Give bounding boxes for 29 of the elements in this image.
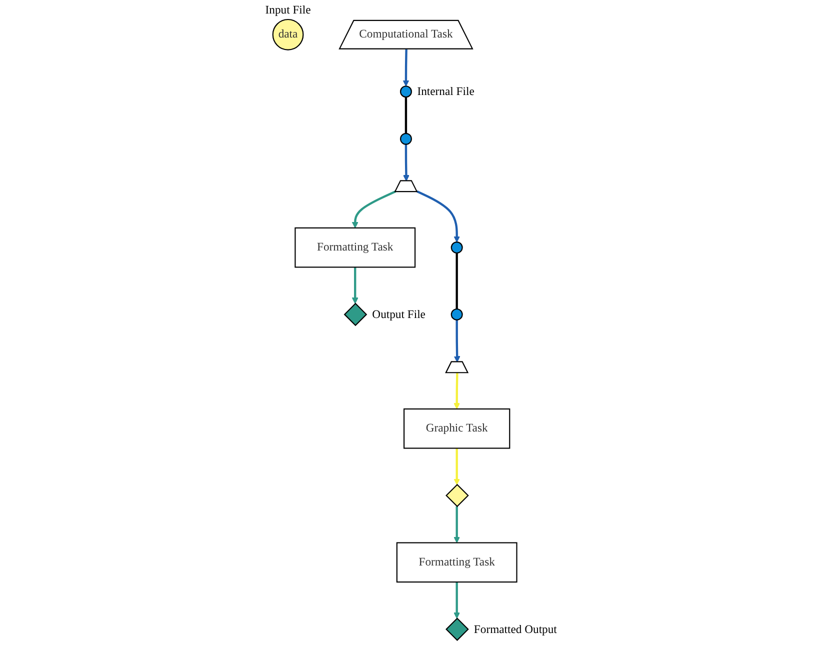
connector xyxy=(404,97,408,134)
node-caption: Output File xyxy=(372,308,426,322)
node-circle xyxy=(450,308,463,320)
arrow xyxy=(403,144,410,182)
node-diamond xyxy=(446,618,469,641)
node-box: Formatting Task xyxy=(294,227,416,268)
node-caption: Internal File xyxy=(417,85,474,98)
arrow xyxy=(416,190,460,242)
node-box: Graphic Task xyxy=(404,408,510,449)
arrow xyxy=(454,506,460,544)
node-caption: Input File xyxy=(265,4,311,17)
node-circle: data xyxy=(272,18,304,50)
arrow xyxy=(352,267,358,304)
arrow xyxy=(454,582,460,619)
arrow xyxy=(352,190,396,228)
node-circle xyxy=(400,86,412,98)
arrow xyxy=(454,372,460,410)
arrow xyxy=(454,320,460,362)
node-diamond xyxy=(344,302,368,326)
arrow xyxy=(454,448,460,485)
node-caption: Formatted Output xyxy=(474,622,557,636)
node-box xyxy=(445,361,469,374)
connector xyxy=(456,253,458,309)
node-diamond xyxy=(446,484,469,508)
node-circle xyxy=(450,242,463,254)
node-box: Formatting Task xyxy=(396,542,518,583)
node-box xyxy=(394,180,418,192)
arrow xyxy=(402,49,410,86)
node-circle xyxy=(400,132,412,145)
